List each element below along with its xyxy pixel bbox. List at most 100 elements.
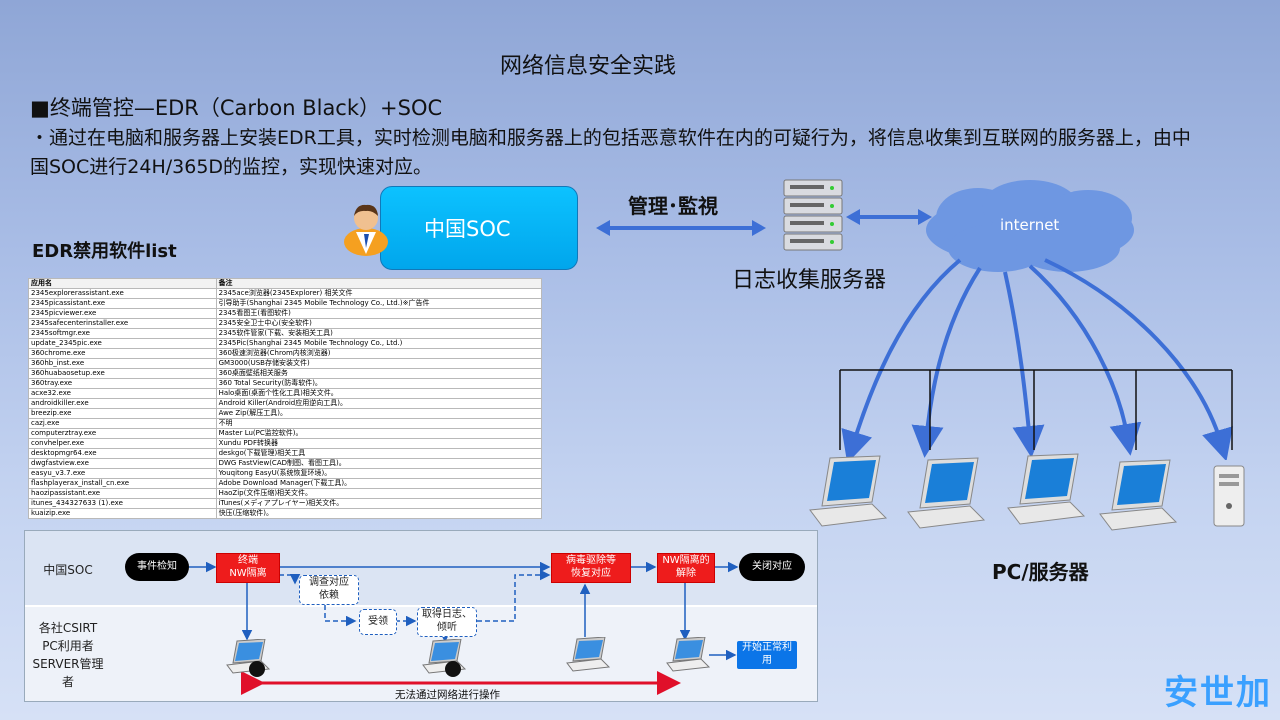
laptop-icon (666, 637, 711, 672)
resume-use-node: 开始正常利 用 (737, 641, 797, 669)
lane-csirt-label: 各社CSIRT PC利用者 SERVER管理 者 (25, 619, 111, 691)
remark-cell: Adobe Download Manager(下载工具)。 (215, 478, 543, 489)
app-name-cell: kuaizip.exe (28, 508, 217, 519)
app-name-cell: 2345picassistant.exe (28, 298, 217, 309)
node-line: NW隔离的 (662, 555, 710, 566)
remark-cell: 2345ace浏览器(2345Explorer) 相关文件 (215, 288, 543, 299)
app-name-cell: update_2345pic.exe (28, 338, 217, 349)
node-line: 用 (762, 655, 772, 666)
laptop-icon (809, 453, 1178, 531)
node-line: NW隔离 (229, 568, 267, 579)
remark-cell: Android Killer(Android应用逆向工具)。 (215, 398, 543, 409)
node-line: 取得日志、 (422, 609, 472, 620)
node-line: 终端 (238, 555, 258, 566)
infected-laptop-icon (422, 639, 467, 677)
remark-cell: 2345软件管家(下载、安装相关工具) (215, 328, 543, 339)
node-line: 病毒驱除等 (566, 555, 616, 566)
lane-soc-label: 中国SOC (43, 563, 93, 577)
remark-cell: iTunes(メディアプレイヤー)相关文件。 (215, 498, 543, 509)
nw-release-node: NW隔离的 解除 (657, 553, 715, 583)
node-line: 开始正常利 (742, 642, 792, 653)
laptop-icon (566, 637, 611, 672)
management-label: 管理･監視 (628, 194, 718, 218)
node-line: 调查对应 (309, 577, 349, 588)
node-line: 解除 (676, 568, 696, 579)
table-header-row: 应用名 备注 (28, 278, 543, 289)
app-name-cell: 360huabaosetup.exe (28, 368, 217, 379)
lane-csirt-line: 各社CSIRT (38, 621, 98, 635)
network-arrows (839, 258, 1233, 460)
description-text: ・通过在电脑和服务器上安装EDR工具，实时检测电脑和服务器上的包括恶意软件在内的… (30, 127, 1191, 178)
lane-csirt-line: PC利用者 (42, 639, 94, 653)
app-name-cell: haozipassistant.exe (28, 488, 217, 499)
remark-cell: deskgo(下载管理)相关工具 (215, 448, 543, 459)
close-response-node: 关闭对应 (739, 553, 805, 581)
remark-cell: 2345安全卫士中心(安全软件) (215, 318, 543, 329)
soc-label: 中国SOC (424, 217, 511, 241)
app-name-cell: convhelper.exe (28, 438, 217, 449)
log-server-label: 日志收集服务器 (732, 268, 887, 293)
tower-server-icon (1213, 465, 1245, 527)
header-app-name[interactable]: 应用名 (28, 278, 217, 289)
app-name-cell: 2345explorerassistant.exe (28, 288, 217, 299)
header-remark[interactable]: 备注 (215, 278, 543, 289)
internet-label: internet (1000, 216, 1060, 234)
remark-cell: DWG FastView(CAD制图、看图工具)。 (215, 458, 543, 469)
app-name-cell: 2345safecenterinstaller.exe (28, 318, 217, 329)
infected-laptop-icon (226, 639, 271, 677)
investigate-request-node: 调查对应 依赖 (299, 575, 359, 605)
app-name-cell: 2345softmgr.exe (28, 328, 217, 339)
app-name-cell: 360tray.exe (28, 378, 217, 389)
app-name-cell: acxe32.exe (28, 388, 217, 399)
lane-csirt-line: SERVER管理 (32, 657, 104, 671)
no-network-label: 无法通过网络进行操作 (395, 689, 500, 701)
remark-cell: HaoZip(文件压缩)相关文件。 (215, 488, 543, 499)
get-log-node: 取得日志、 倾听 (417, 607, 477, 637)
log-server-icon (783, 179, 843, 251)
remark-cell: 2345看图王(看图软件) (215, 308, 543, 319)
soc-box (380, 186, 578, 270)
remark-cell: GM3000(USB存储安装文件) (215, 358, 543, 369)
remark-cell: Awe Zip(解压工具)。 (215, 408, 543, 419)
app-name-cell: 360hb_inst.exe (28, 358, 217, 369)
app-name-cell: breezip.exe (28, 408, 217, 419)
app-name-cell: desktopmgr64.exe (28, 448, 217, 459)
app-name-cell: easyu_v3.7.exe (28, 468, 217, 479)
internet-cloud-icon (926, 180, 1134, 272)
server-internet-arrow (846, 209, 932, 225)
lane-csirt-line: 者 (61, 675, 74, 689)
remark-cell: Master Lu(PC监控软件)。 (215, 428, 543, 439)
edr-list-title: EDR禁用软件list (32, 241, 177, 262)
flow-connectors (189, 561, 739, 695)
app-name-cell: androidkiller.exe (28, 398, 217, 409)
page-title: 网络信息安全实践 (499, 54, 676, 79)
remark-cell: 360桌面壁纸相关服务 (215, 368, 543, 379)
remark-cell: Youqitong EasyU(系统恢复环境)。 (215, 468, 543, 479)
terminal-isolate-node: 终端 NW隔离 (216, 553, 280, 583)
node-line: 恢复对应 (571, 568, 611, 579)
app-name-cell: 2345picviewer.exe (28, 308, 217, 319)
app-name-cell: dwgfastview.exe (28, 458, 217, 469)
remark-cell: 360 Total Security(防毒软件)。 (215, 378, 543, 389)
